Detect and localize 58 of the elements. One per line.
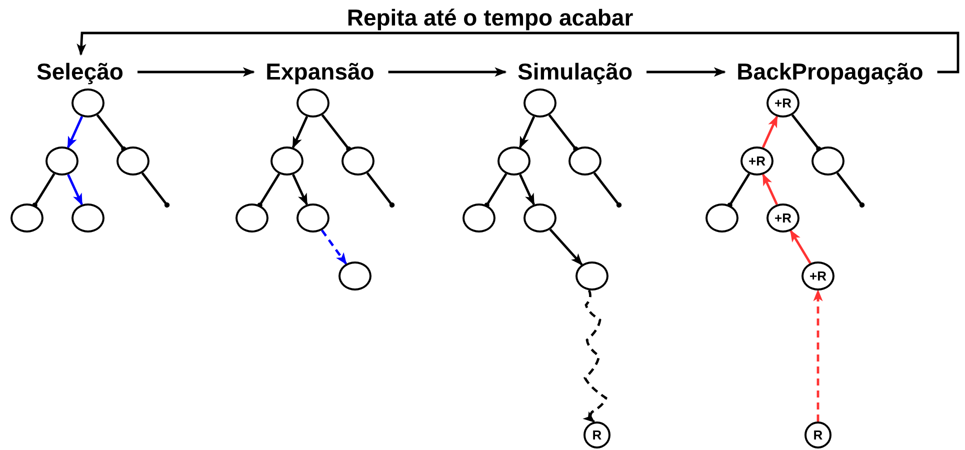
tree-node [46,146,78,176]
arrow [138,67,255,77]
tree-node [270,146,304,176]
step-label: Simulação [517,58,633,86]
tree-edge [593,172,622,208]
tree-node [498,146,530,176]
tree-node [524,204,556,232]
step-label: Seleção [36,58,124,86]
tree-node [296,88,330,118]
tree-node [72,88,104,118]
tree-edge [836,172,865,208]
arrow [388,67,507,77]
tree-node [116,146,150,176]
tree-node [462,204,496,232]
tree-edge [366,172,395,208]
tree-node: +R [766,88,800,118]
tree-node [524,88,556,118]
tree-node [342,146,374,176]
tree-node: R [804,422,832,448]
dashed-arrow [320,230,348,265]
tree-edge [484,173,508,208]
arrow [292,174,308,206]
tree-edge [321,114,352,152]
arrow [76,32,960,74]
dashed-arrow [582,290,608,423]
tree-edge [32,173,56,208]
tree-node [576,262,608,290]
dashed-arrow [813,289,823,422]
arrow [66,116,84,149]
tree-node: R [584,422,610,448]
tree-edge [548,114,578,152]
tree-edge [141,172,170,208]
tree-node: +R [802,262,834,290]
tree-node: +R [740,146,774,176]
step-label: BackPropagação [736,58,924,86]
tree-edge [727,173,750,208]
arrow [67,174,83,206]
tree-edge [791,114,822,152]
tree-node [236,204,268,232]
tree-node [568,146,602,176]
arrow [519,174,535,206]
arrow [646,67,726,77]
tree-node [296,204,330,232]
arrow [762,173,778,205]
step-label: Expansão [266,58,374,86]
arrow [292,116,308,149]
arrow [762,115,778,148]
arrow [790,230,812,264]
arrow [549,228,583,266]
tree-node [812,146,844,176]
tree-edge [96,114,126,152]
tree-node [72,204,104,232]
tree-edge [257,173,280,208]
tree-node [10,204,44,232]
tree-node [706,204,738,232]
arrow [518,116,536,149]
tree-node [338,262,372,290]
tree-node: +R [766,204,800,232]
